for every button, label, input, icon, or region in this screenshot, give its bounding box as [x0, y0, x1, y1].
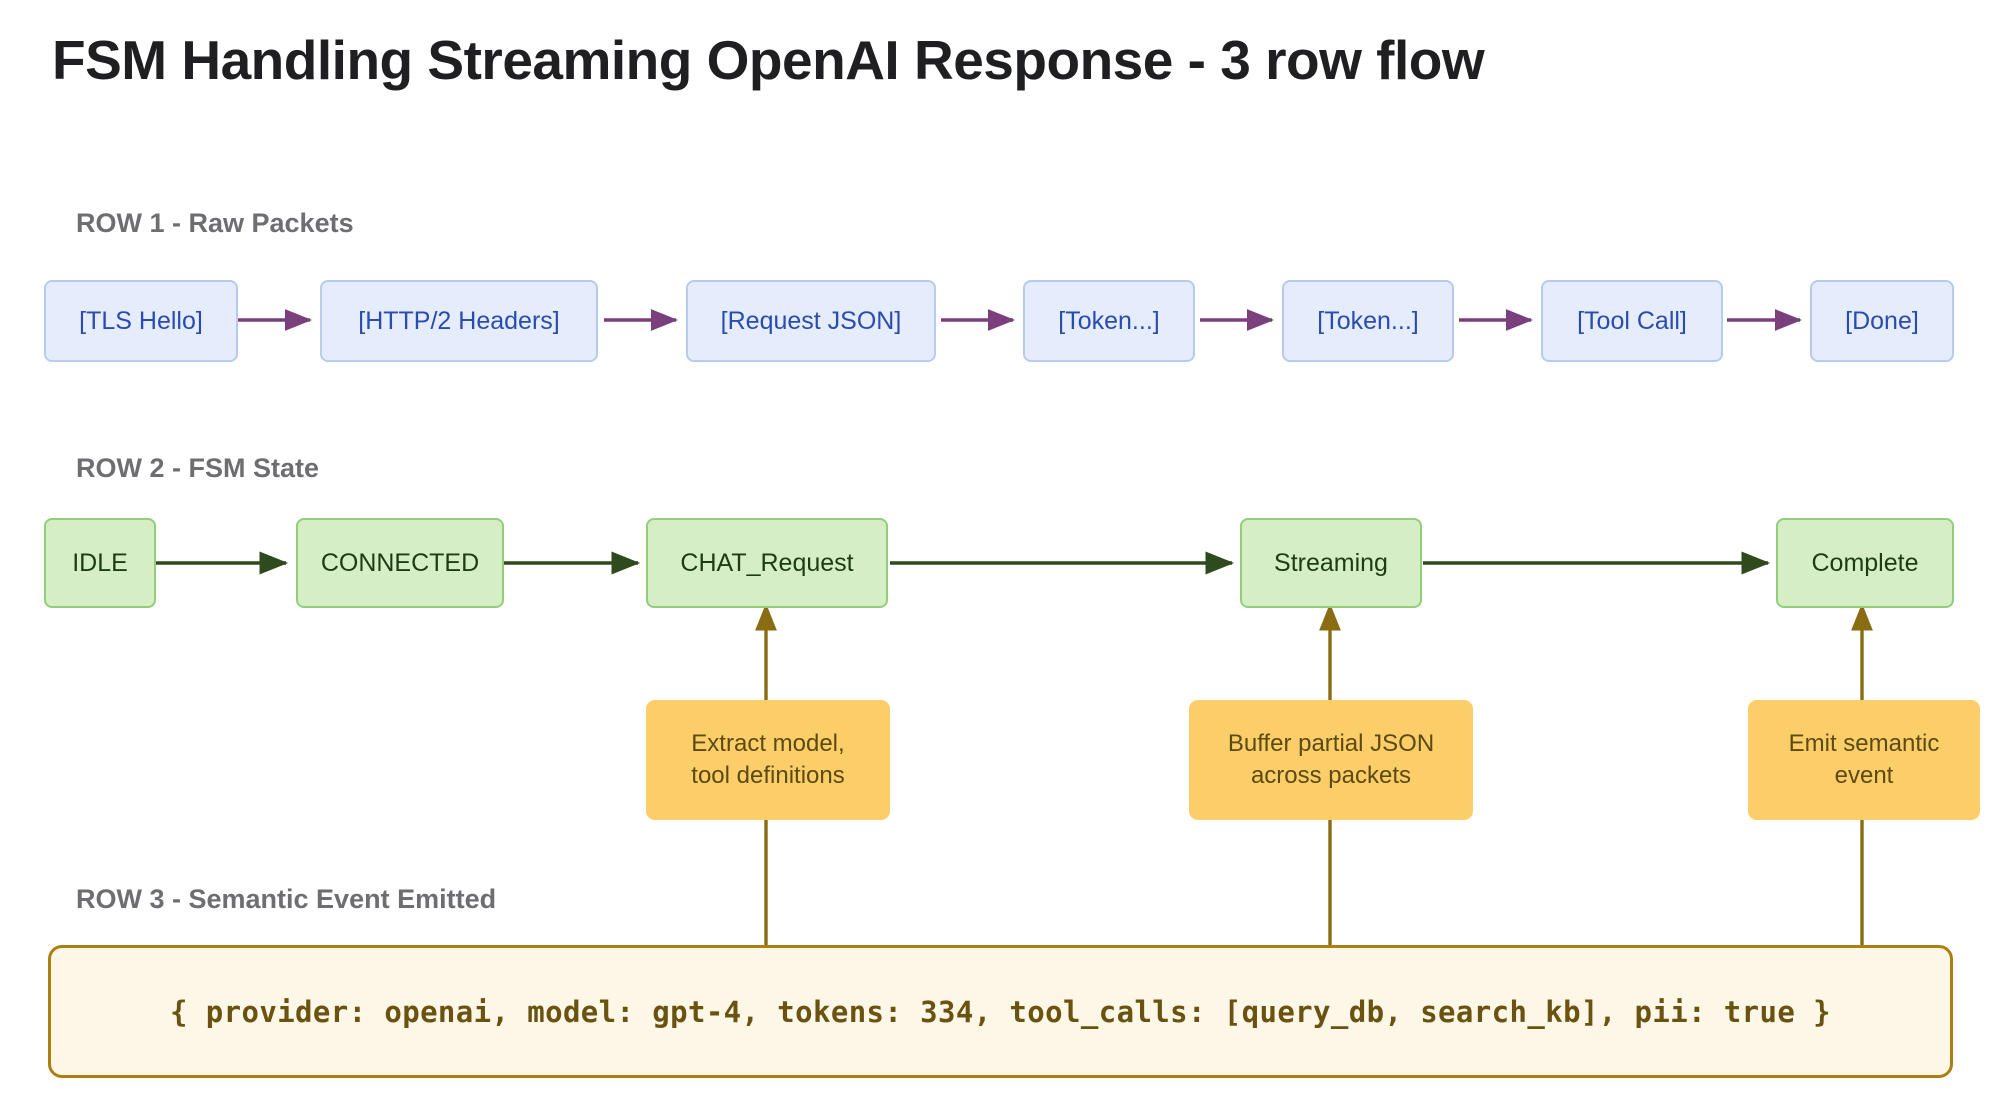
packet-node-request-json[interactable]: [Request JSON] — [686, 280, 936, 362]
semantic-event-panel: { provider: openai, model: gpt-4, tokens… — [48, 945, 1953, 1078]
packet-node-label: [Request JSON] — [720, 306, 902, 335]
row-label-raw-packets: ROW 1 - Raw Packets — [76, 208, 354, 238]
note-line-2: across packets — [1250, 762, 1412, 789]
state-node-label: CONNECTED — [320, 548, 480, 577]
packet-node-tool-call[interactable]: [Tool Call] — [1541, 280, 1723, 362]
note-line-2: event — [1834, 762, 1894, 789]
note-line-1: Buffer partial JSON — [1227, 730, 1435, 758]
state-node-label: Complete — [1811, 548, 1919, 577]
packet-node-label: [Tool Call] — [1577, 306, 1687, 335]
state-node-complete[interactable]: Complete — [1776, 518, 1954, 608]
state-node-connected[interactable]: CONNECTED — [296, 518, 504, 608]
note-box-extract-model[interactable]: Extract model, tool definitions — [646, 700, 890, 820]
semantic-event-text: { provider: openai, model: gpt-4, tokens… — [170, 994, 1831, 1029]
row-label-fsm-state: ROW 2 - FSM State — [76, 453, 320, 483]
note-box-text: Emit semantic event — [1789, 728, 1940, 791]
note-box-text: Buffer partial JSON across packets — [1228, 728, 1434, 791]
packet-node-tls-hello[interactable]: [TLS Hello] — [44, 280, 238, 362]
state-node-label: Streaming — [1274, 548, 1388, 577]
note-box-emit-semantic-event[interactable]: Emit semantic event — [1748, 700, 1980, 820]
packet-node-token-1[interactable]: [Token...] — [1023, 280, 1195, 362]
state-node-label: IDLE — [72, 548, 128, 577]
row-label-semantic-event: ROW 3 - Semantic Event Emitted — [76, 884, 497, 914]
packet-node-http2-headers[interactable]: [HTTP/2 Headers] — [320, 280, 598, 362]
packet-node-label: [Token...] — [1317, 306, 1419, 335]
page-title: FSM Handling Streaming OpenAI Response -… — [52, 29, 1485, 91]
state-node-idle[interactable]: IDLE — [44, 518, 156, 608]
packet-node-label: [TLS Hello] — [79, 306, 203, 335]
packet-node-token-2[interactable]: [Token...] — [1282, 280, 1454, 362]
packet-node-done[interactable]: [Done] — [1810, 280, 1954, 362]
state-node-chat-request[interactable]: CHAT_Request — [646, 518, 888, 608]
note-line-1: Emit semantic — [1788, 730, 1940, 758]
packet-node-label: [Done] — [1845, 306, 1919, 335]
note-box-buffer-partial-json[interactable]: Buffer partial JSON across packets — [1189, 700, 1473, 820]
note-line-1: Extract model, — [691, 730, 845, 758]
note-box-text: Extract model, tool definitions — [691, 728, 844, 791]
state-node-streaming[interactable]: Streaming — [1240, 518, 1422, 608]
packet-node-label: [Token...] — [1058, 306, 1160, 335]
note-connectors-up — [755, 603, 1873, 700]
note-line-2: tool definitions — [691, 762, 845, 789]
note-connectors-down — [764, 820, 1864, 948]
packet-node-label: [HTTP/2 Headers] — [358, 306, 560, 335]
state-node-label: CHAT_Request — [680, 548, 854, 577]
